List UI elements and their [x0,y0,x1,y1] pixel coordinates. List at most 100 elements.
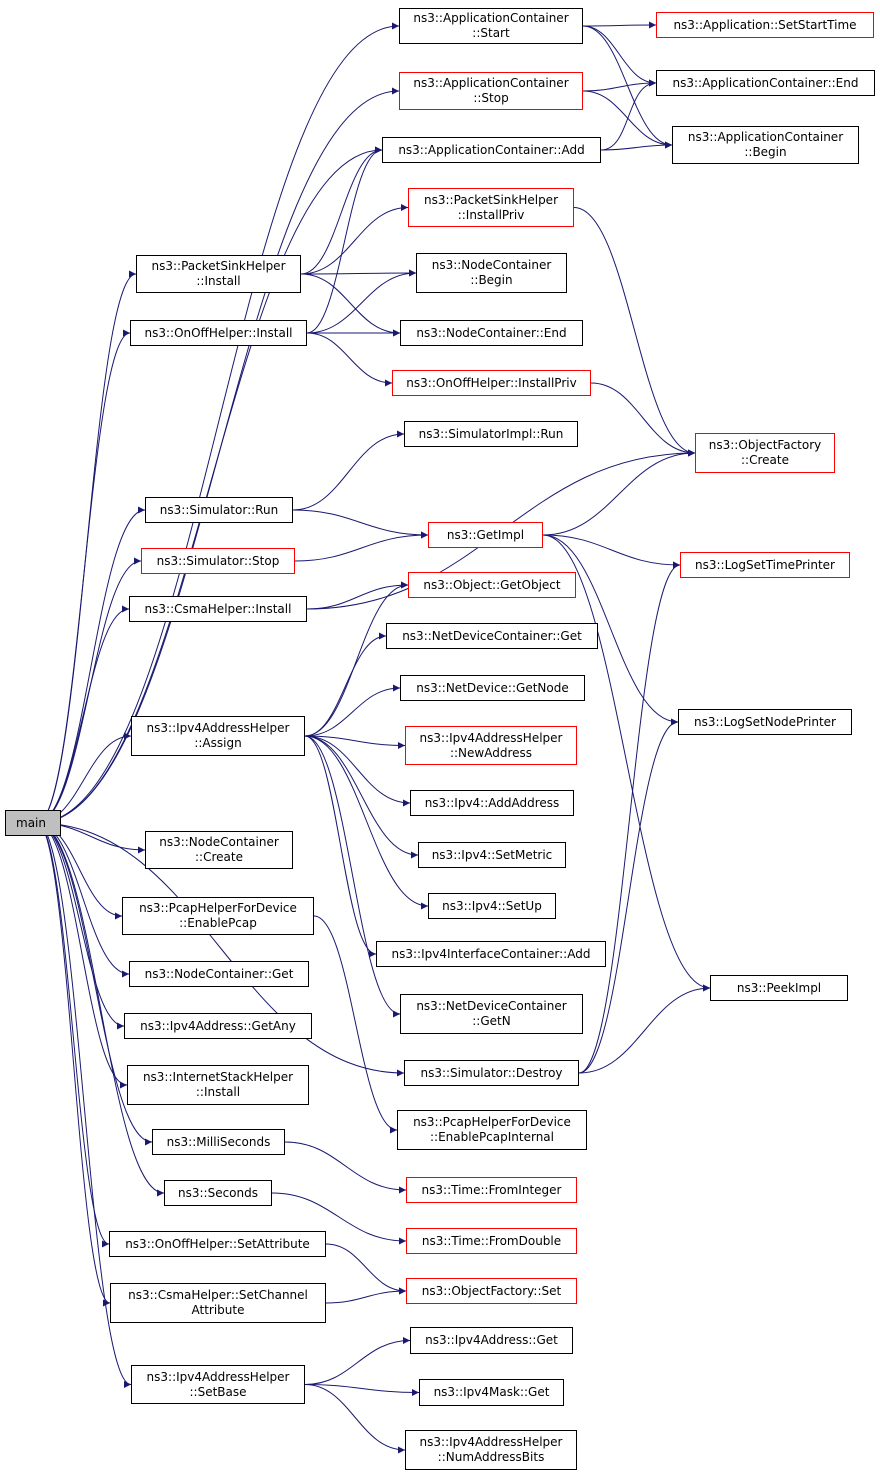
node-ndcGet[interactable]: ns3::NetDeviceContainer::Get [386,623,598,649]
node-setStartTime[interactable]: ns3::Application::SetStartTime [656,12,874,38]
node-label: ::EnablePcapInternal [429,1130,554,1144]
node-ipv4Assign[interactable]: ns3::Ipv4AddressHelper::Assign [131,716,305,756]
edge-getImpl-to-peekImpl [542,534,711,992]
node-ooSetAttr[interactable]: ns3::OnOffHelper::SetAttribute [109,1231,326,1257]
node-label: ns3::ApplicationContainer::Add [398,142,585,157]
node-appAdd[interactable]: ns3::ApplicationContainer::Add [382,137,601,163]
node-label: ::Stop [473,91,509,105]
edge-getImpl-to-ofCreate [542,449,696,536]
node-label: Attribute [191,1303,245,1317]
node-label: ns3::Ipv4AddressHelper [419,730,563,745]
node-newAddress[interactable]: ns3::Ipv4AddressHelper::NewAddress [405,726,577,765]
edge-main-to-enablePcap [36,822,123,920]
node-numAddrBits[interactable]: ns3::Ipv4AddressHelper::NumAddressBits [405,1430,577,1470]
node-ndcGetN[interactable]: ns3::NetDeviceContainer::GetN [400,994,583,1034]
node-milliSeconds[interactable]: ns3::MilliSeconds [152,1129,285,1155]
edge-ipv4Assign-to-setUp [304,735,429,910]
node-logNode[interactable]: ns3::LogSetNodePrinter [678,709,852,735]
edge-ooInstall-to-ooInstallPriv [306,332,393,387]
node-label: ns3::NetDeviceContainer [416,999,567,1013]
edge-appStart-to-appEnd [582,25,657,87]
edge-enablePcap-to-enablePcapInt [313,915,398,1134]
node-fromInteger[interactable]: ns3::Time::FromInteger [406,1177,577,1203]
edge-ipv4Assign-to-newAddress [304,735,406,749]
node-simStop[interactable]: ns3::Simulator::Stop [141,548,295,574]
edge-simDestroy-to-peekImpl [578,984,711,1074]
edge-main-to-ishInstall [36,822,128,1089]
node-peekImpl[interactable]: ns3::PeekImpl [710,975,848,1001]
edge-ooInstall-to-appAdd [306,146,383,334]
node-addAddress[interactable]: ns3::Ipv4::AddAddress [410,790,574,816]
node-label: ns3::ApplicationContainer [687,130,844,144]
node-simImplRun[interactable]: ns3::SimulatorImpl::Run [404,421,578,447]
node-addrGet[interactable]: ns3::Ipv4Address::Get [410,1327,573,1354]
node-appEnd[interactable]: ns3::ApplicationContainer::End [656,70,875,96]
node-enablePcap[interactable]: ns3::PcapHelperForDevice::EnablePcap [122,897,314,935]
node-fromDouble[interactable]: ns3::Time::FromDouble [406,1228,577,1254]
node-label: ns3::GetImpl [446,527,525,542]
node-simRun[interactable]: ns3::Simulator::Run [145,497,293,523]
node-label: ::Install [195,1085,241,1099]
node-label: ns3::NodeContainer::End [416,325,567,340]
node-label: ns3::Ipv4::SetMetric [431,847,553,862]
edge-main-to-appAdd [36,146,383,824]
node-appStop[interactable]: ns3::ApplicationContainer::Stop [399,72,583,110]
node-appStart[interactable]: ns3::ApplicationContainer::Start [399,8,583,44]
node-label: ns3::Ipv4AddressHelper [146,1369,290,1384]
node-label: ns3::PcapHelperForDevice [413,1115,571,1129]
node-setMetric[interactable]: ns3::Ipv4::SetMetric [418,842,566,868]
edge-milliSeconds-to-fromInteger [284,1141,407,1194]
node-setUp[interactable]: ns3::Ipv4::SetUp [428,893,556,919]
node-label: ns3::Simulator::Stop [156,553,280,568]
edge-getImpl-to-logNode [542,534,679,726]
node-label: ns3::Ipv4AddressHelper [419,1435,563,1449]
node-ishInstall[interactable]: ns3::InternetStackHelper::Install [127,1065,309,1105]
edge-simRun-to-getImpl [292,509,429,539]
node-logTime[interactable]: ns3::LogSetTimePrinter [680,552,850,578]
edge-main-to-appStart [36,22,400,824]
node-label: ns3::MilliSeconds [166,1134,271,1149]
node-label: ::Install [196,274,241,288]
node-ncEnd[interactable]: ns3::NodeContainer::End [400,320,583,346]
node-ooInstallPriv[interactable]: ns3::OnOffHelper::InstallPriv [392,370,591,396]
node-ndGetNode[interactable]: ns3::NetDevice::GetNode [400,675,585,701]
node-csmaInstall[interactable]: ns3::CsmaHelper::Install [129,596,307,622]
node-ofSet[interactable]: ns3::ObjectFactory::Set [406,1278,577,1304]
node-enablePcapInt[interactable]: ns3::PcapHelperForDevice::EnablePcapInte… [397,1110,587,1150]
node-appBegin[interactable]: ns3::ApplicationContainer::Begin [672,126,859,164]
node-ooInstall[interactable]: ns3::OnOffHelper::Install [130,320,307,346]
edge-main-to-milliSeconds [36,822,153,1146]
edge-ipv4Assign-to-ifcAdd [304,735,377,958]
node-label: ns3::Ipv4AddressHelper [146,721,290,735]
edge-ooInstallPriv-to-ofCreate [590,382,696,457]
node-label: ns3::PeekImpl [736,980,822,995]
node-main: main [5,810,61,836]
node-psInstall[interactable]: ns3::PacketSinkHelper::Install [136,255,301,293]
node-ipv4SetBase[interactable]: ns3::Ipv4AddressHelper::SetBase [131,1365,305,1404]
node-seconds[interactable]: ns3::Seconds [164,1180,272,1206]
node-label: ns3::Time::FromDouble [421,1233,562,1248]
node-label: ns3::OnOffHelper::InstallPriv [406,375,577,390]
node-getImpl[interactable]: ns3::GetImpl [428,522,543,548]
edge-appStop-to-appEnd [582,79,657,92]
node-label: ns3::Simulator::Destroy [420,1065,563,1080]
node-ifcAdd[interactable]: ns3::Ipv4InterfaceContainer::Add [376,941,606,967]
node-label: ns3::Ipv4Mask::Get [433,1385,550,1399]
edge-ipv4Assign-to-ndGetNode [304,684,401,737]
node-getAny[interactable]: ns3::Ipv4Address::GetAny [124,1013,312,1039]
node-ncBegin[interactable]: ns3::NodeContainer::Begin [416,253,567,293]
node-psInstallPriv[interactable]: ns3::PacketSinkHelper::InstallPriv [408,188,574,227]
node-getObject[interactable]: ns3::Object::GetObject [408,572,576,598]
node-ncCreate[interactable]: ns3::NodeContainer::Create [145,831,293,869]
node-label: ::GetN [472,1014,511,1028]
edge-ooInstall-to-ncBegin [306,269,417,334]
node-label: ns3::NodeContainer::Get [144,966,294,981]
node-simDestroy[interactable]: ns3::Simulator::Destroy [404,1060,579,1086]
node-maskGet[interactable]: ns3::Ipv4Mask::Get [419,1379,564,1406]
node-ofCreate[interactable]: ns3::ObjectFactory::Create [695,433,835,473]
edge-ipv4SetBase-to-numAddrBits [304,1384,406,1454]
node-label: ns3::NodeContainer [159,835,279,849]
node-ncGet[interactable]: ns3::NodeContainer::Get [129,961,309,987]
